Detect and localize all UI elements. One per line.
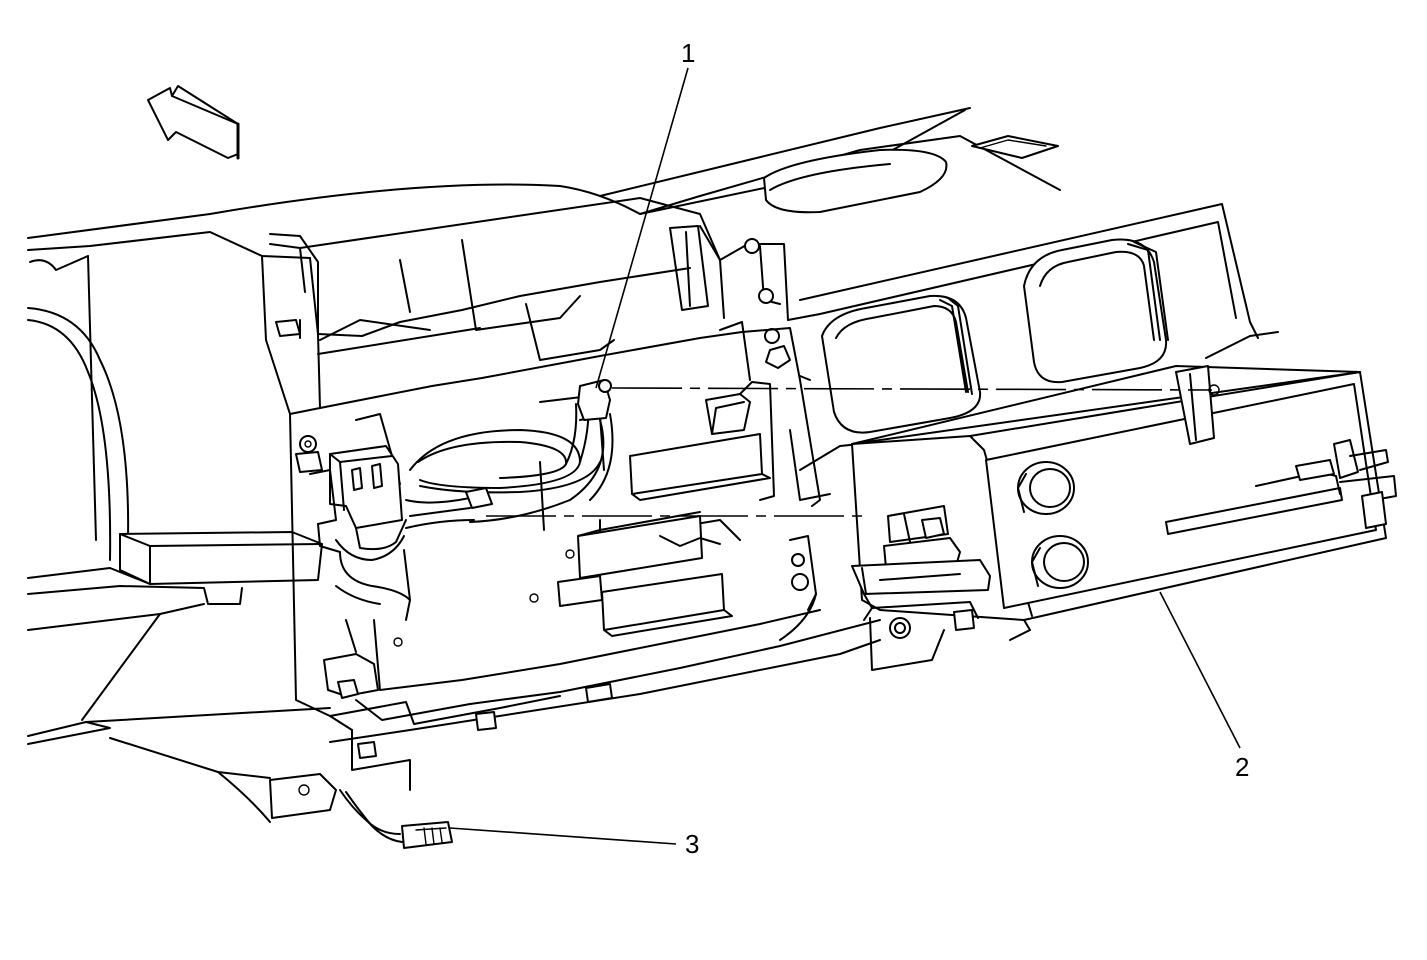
right-module-assembly bbox=[851, 365, 1397, 671]
console-left-section bbox=[27, 231, 337, 823]
callout-2: 2 bbox=[1159, 591, 1249, 782]
leader-line-1 bbox=[595, 67, 689, 389]
leader-line-3 bbox=[449, 827, 677, 845]
wiring-harness bbox=[309, 379, 614, 621]
center-bracket bbox=[261, 197, 881, 791]
callout-label-1: 1 bbox=[681, 38, 695, 68]
callout-1: 1 bbox=[595, 38, 695, 389]
callout-label-3: 3 bbox=[685, 829, 699, 859]
air-duct-assembly bbox=[799, 203, 1279, 471]
callout-3: 3 bbox=[449, 827, 699, 859]
internal-brackets bbox=[539, 381, 831, 637]
alignment-lines bbox=[486, 387, 1213, 517]
callout-label-2: 2 bbox=[1235, 752, 1249, 782]
front-arrow-icon bbox=[147, 85, 240, 160]
connector-pigtail bbox=[339, 789, 453, 849]
leader-line-2 bbox=[1159, 591, 1241, 749]
